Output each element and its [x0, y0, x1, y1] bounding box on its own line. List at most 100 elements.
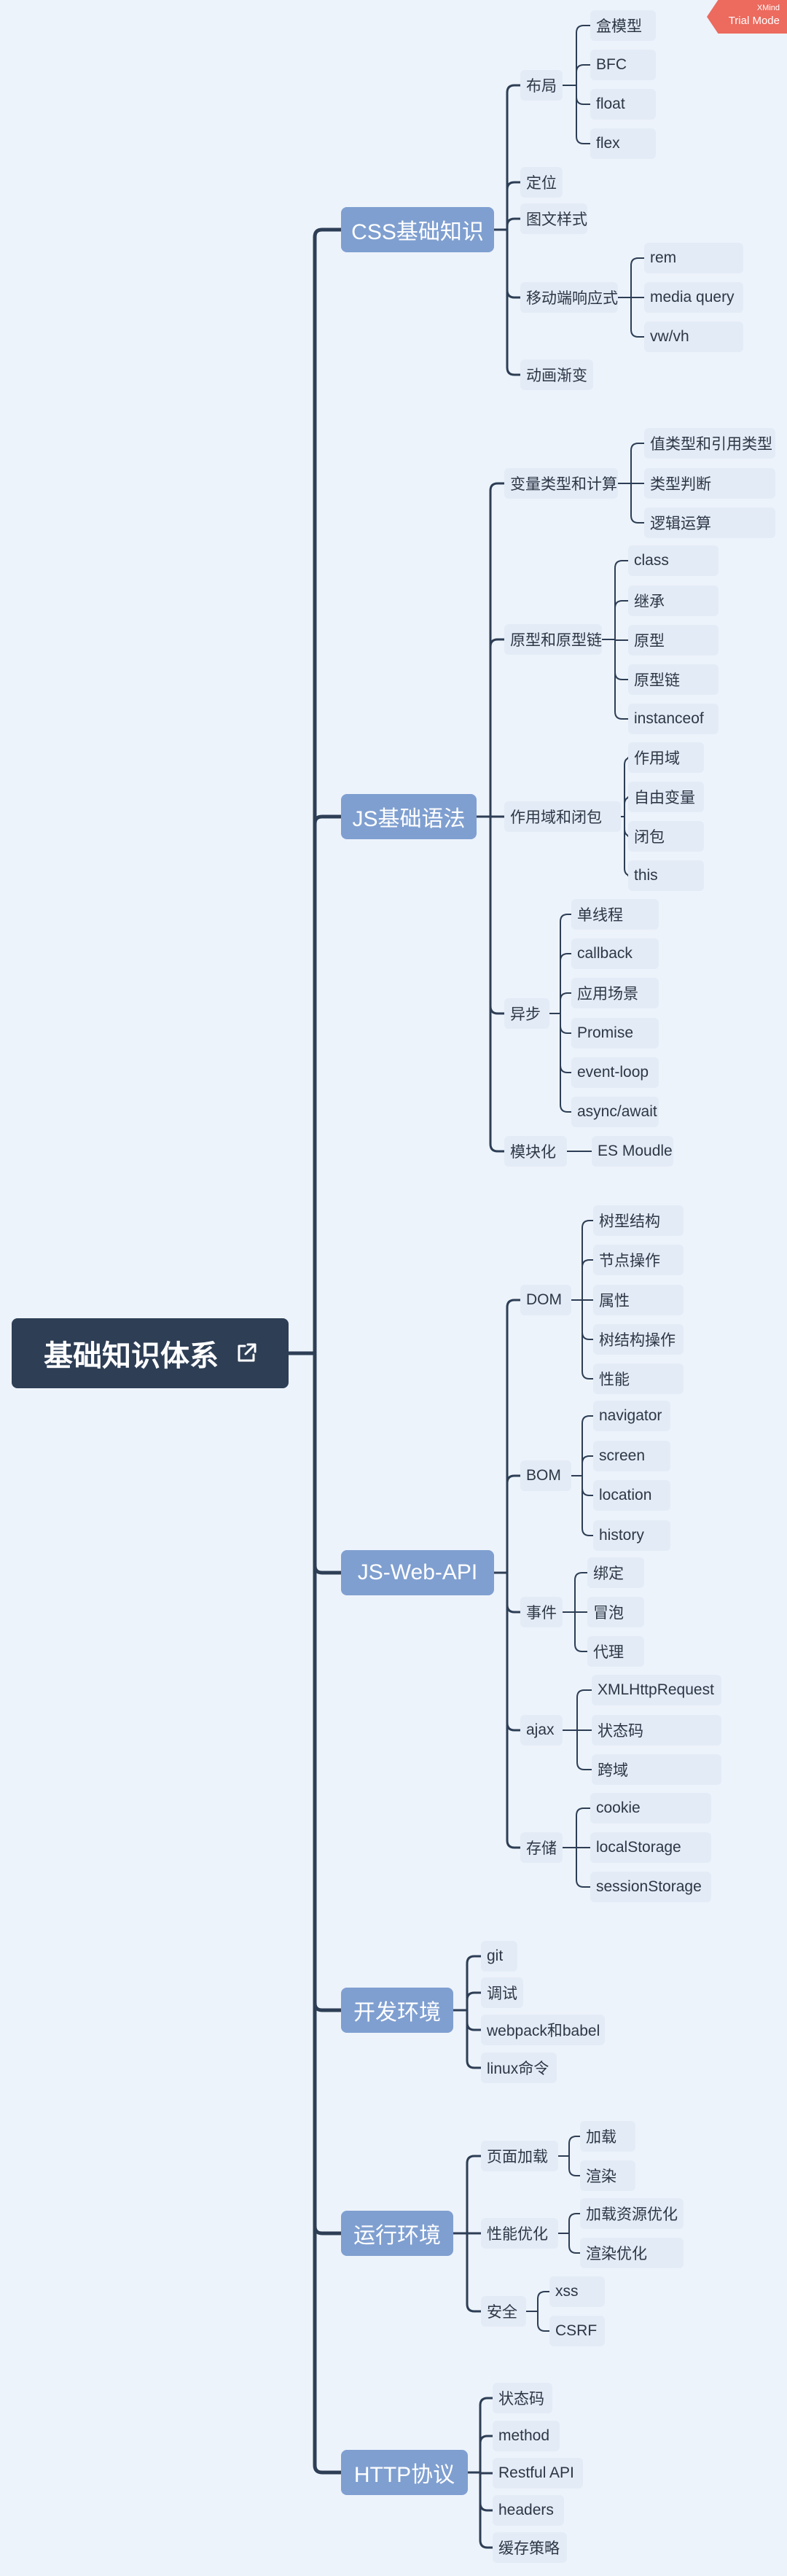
leaf-topic-label: this [634, 867, 658, 884]
leaf-topic[interactable]: xss [549, 2276, 605, 2307]
leaf-topic[interactable]: 盒模型 [590, 10, 656, 41]
leaf-topic-label: 单线程 [577, 907, 623, 924]
subtopic[interactable]: 页面加载 [481, 2141, 558, 2171]
subtopic[interactable]: 定位 [520, 167, 563, 198]
subtopic[interactable]: 变量类型和计算 [504, 468, 618, 499]
leaf-topic-label: localStorage [596, 1839, 681, 1856]
branch-topic[interactable]: 开发环境 [341, 1988, 453, 2033]
leaf-topic[interactable]: Promise [571, 1018, 659, 1048]
leaf-topic[interactable]: 节点操作 [593, 1245, 684, 1275]
subtopic[interactable]: BOM [520, 1460, 571, 1491]
leaf-topic[interactable]: 性能 [593, 1363, 684, 1394]
branch-topic[interactable]: JS基础语法 [341, 794, 477, 839]
leaf-topic[interactable]: event-loop [571, 1057, 659, 1088]
leaf-topic[interactable]: rem [644, 243, 743, 273]
leaf-topic[interactable]: navigator [593, 1401, 670, 1431]
subtopic[interactable]: ajax [520, 1715, 563, 1746]
leaf-topic[interactable]: XMLHttpRequest [592, 1675, 721, 1705]
leaf-topic[interactable]: 加载资源优化 [580, 2198, 684, 2229]
leaf-topic[interactable]: screen [593, 1441, 670, 1471]
subtopic[interactable]: git [481, 1941, 517, 1972]
leaf-topic[interactable]: CSRF [549, 2316, 605, 2346]
leaf-topic[interactable]: 作用域 [628, 742, 704, 773]
leaf-topic[interactable]: media query [644, 282, 743, 313]
leaf-topic[interactable]: cookie [590, 1793, 711, 1824]
leaf-topic[interactable]: history [593, 1520, 670, 1551]
connector-line [479, 2397, 494, 2474]
leaf-topic[interactable]: vw/vh [644, 322, 743, 352]
leaf-topic[interactable]: 应用场景 [571, 978, 659, 1008]
branch-topic[interactable]: JS-Web-API [341, 1550, 494, 1595]
leaf-topic[interactable]: sessionStorage [590, 1872, 711, 1902]
subtopic[interactable]: webpack和babel [481, 2015, 605, 2045]
branch-topic-label: 开发环境 [353, 2001, 441, 2025]
leaf-topic[interactable]: this [628, 860, 704, 891]
subtopic-label: 调试 [487, 1985, 517, 2002]
branch-topic[interactable]: HTTP协议 [341, 2450, 468, 2495]
leaf-topic[interactable]: class [628, 545, 719, 576]
connector-line [489, 815, 506, 1015]
subtopic[interactable]: 模块化 [504, 1136, 567, 1167]
subtopic-label: 变量类型和计算 [510, 476, 617, 493]
subtopic[interactable]: 缓存策略 [493, 2532, 567, 2563]
subtopic[interactable]: 布局 [520, 70, 563, 101]
leaf-topic-label: 继承 [634, 594, 665, 610]
leaf-topic[interactable]: 代理 [587, 1636, 644, 1667]
leaf-topic[interactable]: 树型结构 [593, 1205, 684, 1236]
leaf-topic[interactable]: float [590, 89, 656, 120]
subtopic[interactable]: 调试 [481, 1977, 523, 2008]
leaf-topic-label: xss [555, 2283, 579, 2300]
leaf-topic[interactable]: 类型判断 [644, 468, 775, 499]
leaf-topic[interactable]: flex [590, 128, 656, 159]
subtopic[interactable]: 图文样式 [520, 203, 587, 234]
subtopic-label: webpack和babel [487, 2023, 600, 2039]
leaf-topic[interactable]: instanceof [628, 704, 719, 734]
leaf-topic[interactable]: 绑定 [587, 1557, 644, 1588]
subtopic[interactable]: method [493, 2421, 560, 2451]
external-link-icon[interactable] [235, 1342, 258, 1365]
leaf-topic[interactable]: 闭包 [628, 821, 704, 852]
branch-topic[interactable]: CSS基础知识 [341, 207, 494, 252]
subtopic[interactable]: 性能优化 [481, 2218, 558, 2249]
root-topic[interactable]: 基础知识体系 [12, 1318, 289, 1388]
connector-line [576, 64, 591, 86]
leaf-topic[interactable]: 继承 [628, 585, 719, 616]
leaf-topic[interactable]: 值类型和引用类型 [644, 428, 775, 459]
leaf-topic[interactable]: 逻辑运算 [644, 507, 775, 538]
leaf-topic[interactable]: 属性 [593, 1285, 684, 1315]
subtopic[interactable]: DOM [520, 1285, 571, 1315]
subtopic[interactable]: linux命令 [481, 2052, 557, 2083]
subtopic[interactable]: 移动端响应式 [520, 282, 618, 313]
subtopic[interactable]: 异步 [504, 998, 549, 1029]
leaf-topic[interactable]: ES Moudle [592, 1136, 673, 1167]
leaf-topic[interactable]: BFC [590, 50, 656, 80]
subtopic[interactable]: 作用域和闭包 [504, 801, 621, 832]
leaf-topic[interactable]: async/await [571, 1097, 659, 1127]
leaf-topic[interactable]: 状态码 [592, 1715, 721, 1746]
leaf-topic[interactable]: 渲染 [580, 2160, 635, 2191]
subtopic[interactable]: 原型和原型链 [504, 624, 602, 655]
subtopic[interactable]: 状态码 [493, 2383, 552, 2413]
leaf-topic[interactable]: 原型 [628, 625, 719, 655]
subtopic[interactable]: headers [493, 2495, 564, 2526]
leaf-topic[interactable]: 渲染优化 [580, 2238, 684, 2268]
subtopic[interactable]: 动画渐变 [520, 359, 593, 390]
leaf-topic[interactable]: callback [571, 938, 659, 969]
leaf-topic[interactable]: 冒泡 [587, 1597, 644, 1627]
leaf-topic[interactable]: 自由变量 [628, 782, 704, 812]
leaf-topic[interactable]: 原型链 [628, 664, 719, 695]
leaf-topic[interactable]: 单线程 [571, 899, 659, 930]
subtopic[interactable]: 存储 [520, 1832, 563, 1863]
leaf-topic[interactable]: localStorage [590, 1832, 711, 1863]
leaf-topic-label: Promise [577, 1024, 634, 1041]
subtopic[interactable]: 事件 [520, 1597, 563, 1627]
subtopic-label: 移动端响应式 [526, 290, 618, 307]
branch-topic[interactable]: 运行环境 [341, 2211, 453, 2256]
subtopic[interactable]: Restful API [493, 2458, 583, 2489]
leaf-topic[interactable]: 跨域 [592, 1754, 721, 1785]
leaf-topic[interactable]: location [593, 1480, 670, 1511]
leaf-topic[interactable]: 加载 [580, 2121, 635, 2152]
subtopic[interactable]: 安全 [481, 2296, 526, 2327]
leaf-topic[interactable]: 树结构操作 [593, 1324, 684, 1355]
leaf-topic-label: 节点操作 [599, 1253, 660, 1269]
